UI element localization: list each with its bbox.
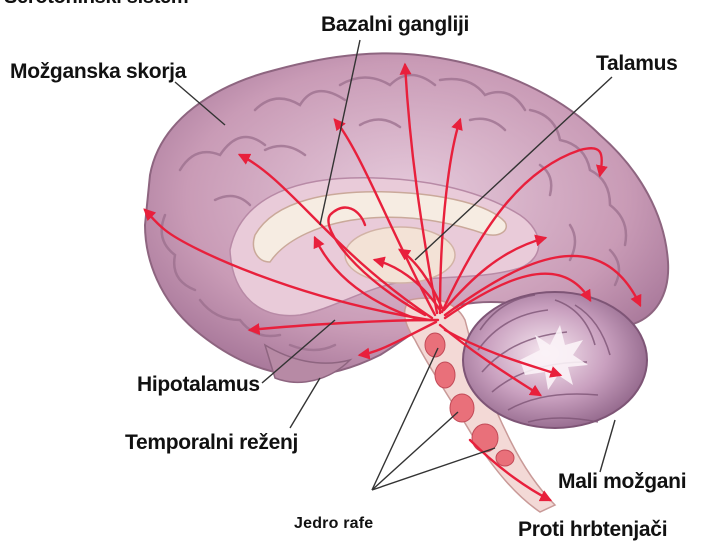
label-proti-hrbtenjaci: Proti hrbtenjači xyxy=(518,518,667,542)
label-hipotalamus: Hipotalamus xyxy=(137,373,260,397)
title-cut-off: Serotoninski sistem xyxy=(4,0,188,9)
label-bazalni-gangliji: Bazalni gangliji xyxy=(321,13,469,37)
label-temporalni-reznj: Temporalni reženj xyxy=(125,431,298,455)
thalamus-region xyxy=(345,227,455,283)
label-jedro-rafe: Jedro rafe xyxy=(294,515,373,533)
label-mozganska-skorja: Možganska skorja xyxy=(10,60,186,84)
label-mali-mozgani: Mali možgani xyxy=(558,470,686,494)
label-talamus: Talamus xyxy=(596,52,678,76)
